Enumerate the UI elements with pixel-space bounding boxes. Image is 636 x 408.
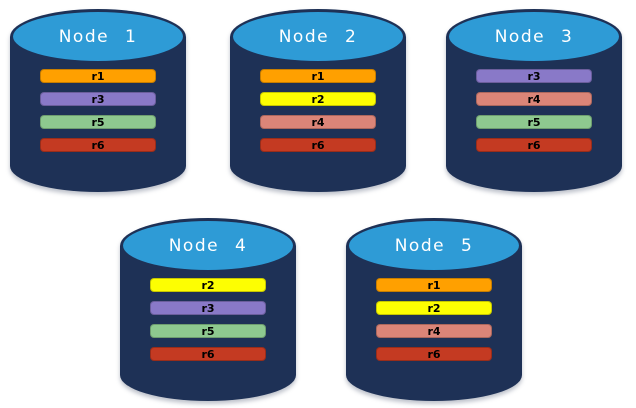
replica-bar: r2 [376, 301, 492, 315]
cylinder-top-ellipse: Node 3 [449, 12, 619, 61]
replica-list: r2 r3 r5 r6 [150, 278, 266, 361]
cylinder-top-ellipse: Node 4 [123, 221, 293, 270]
replica-bar: r6 [376, 347, 492, 361]
cylinder-top-ellipse: Node 5 [349, 221, 519, 270]
replica-label: r5 [527, 115, 541, 129]
replica-label: r6 [427, 347, 441, 361]
replica-bar: r4 [376, 324, 492, 338]
replica-bar: r3 [40, 92, 156, 106]
replica-label: r1 [427, 278, 441, 292]
replica-label: r2 [427, 301, 441, 315]
node-cylinder: Node 3 r3 r4 r5 r6 [446, 9, 622, 192]
replica-bar: r1 [40, 69, 156, 83]
replica-bar: r1 [260, 69, 376, 83]
replica-label: r6 [201, 347, 215, 361]
replica-bar: r6 [260, 138, 376, 152]
cylinder-top-ellipse: Node 1 [13, 12, 183, 61]
replica-list: r1 r2 r4 r6 [260, 69, 376, 152]
replica-list: r1 r2 r4 r6 [376, 278, 492, 361]
replica-label: r5 [91, 115, 105, 129]
node-title: Node 1 [58, 26, 138, 47]
replica-bar: r1 [376, 278, 492, 292]
replica-label: r1 [91, 69, 105, 83]
node-title: Node 5 [394, 235, 474, 256]
replica-bar: r2 [150, 278, 266, 292]
replica-label: r3 [527, 69, 541, 83]
replica-label: r4 [427, 324, 441, 338]
replica-label: r4 [527, 92, 541, 106]
node-cylinder: Node 1 r1 r3 r5 r6 [10, 9, 186, 192]
replica-bar: r5 [150, 324, 266, 338]
replica-label: r1 [311, 69, 325, 83]
node-cylinder: Node 4 r2 r3 r5 r6 [120, 218, 296, 401]
replica-bar: r3 [150, 301, 266, 315]
replica-label: r4 [311, 115, 325, 129]
replica-bar: r5 [40, 115, 156, 129]
replica-bar: r3 [476, 69, 592, 83]
replica-label: r3 [91, 92, 105, 106]
replica-label: r6 [91, 138, 105, 152]
replica-bar: r4 [476, 92, 592, 106]
replica-list: r3 r4 r5 r6 [476, 69, 592, 152]
node-cylinder: Node 5 r1 r2 r4 r6 [346, 218, 522, 401]
cylinder-top-ellipse: Node 2 [233, 12, 403, 61]
replica-label: r2 [311, 92, 325, 106]
replica-bar: r2 [260, 92, 376, 106]
replica-bar: r5 [476, 115, 592, 129]
replica-label: r6 [527, 138, 541, 152]
replica-label: r3 [201, 301, 215, 315]
replica-bar: r4 [260, 115, 376, 129]
node-title: Node 3 [494, 26, 574, 47]
replica-label: r6 [311, 138, 325, 152]
replica-list: r1 r3 r5 r6 [40, 69, 156, 152]
node-title: Node 4 [168, 235, 248, 256]
replica-label: r5 [201, 324, 215, 338]
replica-label: r2 [201, 278, 215, 292]
node-title: Node 2 [278, 26, 358, 47]
node-cylinder: Node 2 r1 r2 r4 r6 [230, 9, 406, 192]
replica-bar: r6 [40, 138, 156, 152]
replica-bar: r6 [150, 347, 266, 361]
replica-bar: r6 [476, 138, 592, 152]
